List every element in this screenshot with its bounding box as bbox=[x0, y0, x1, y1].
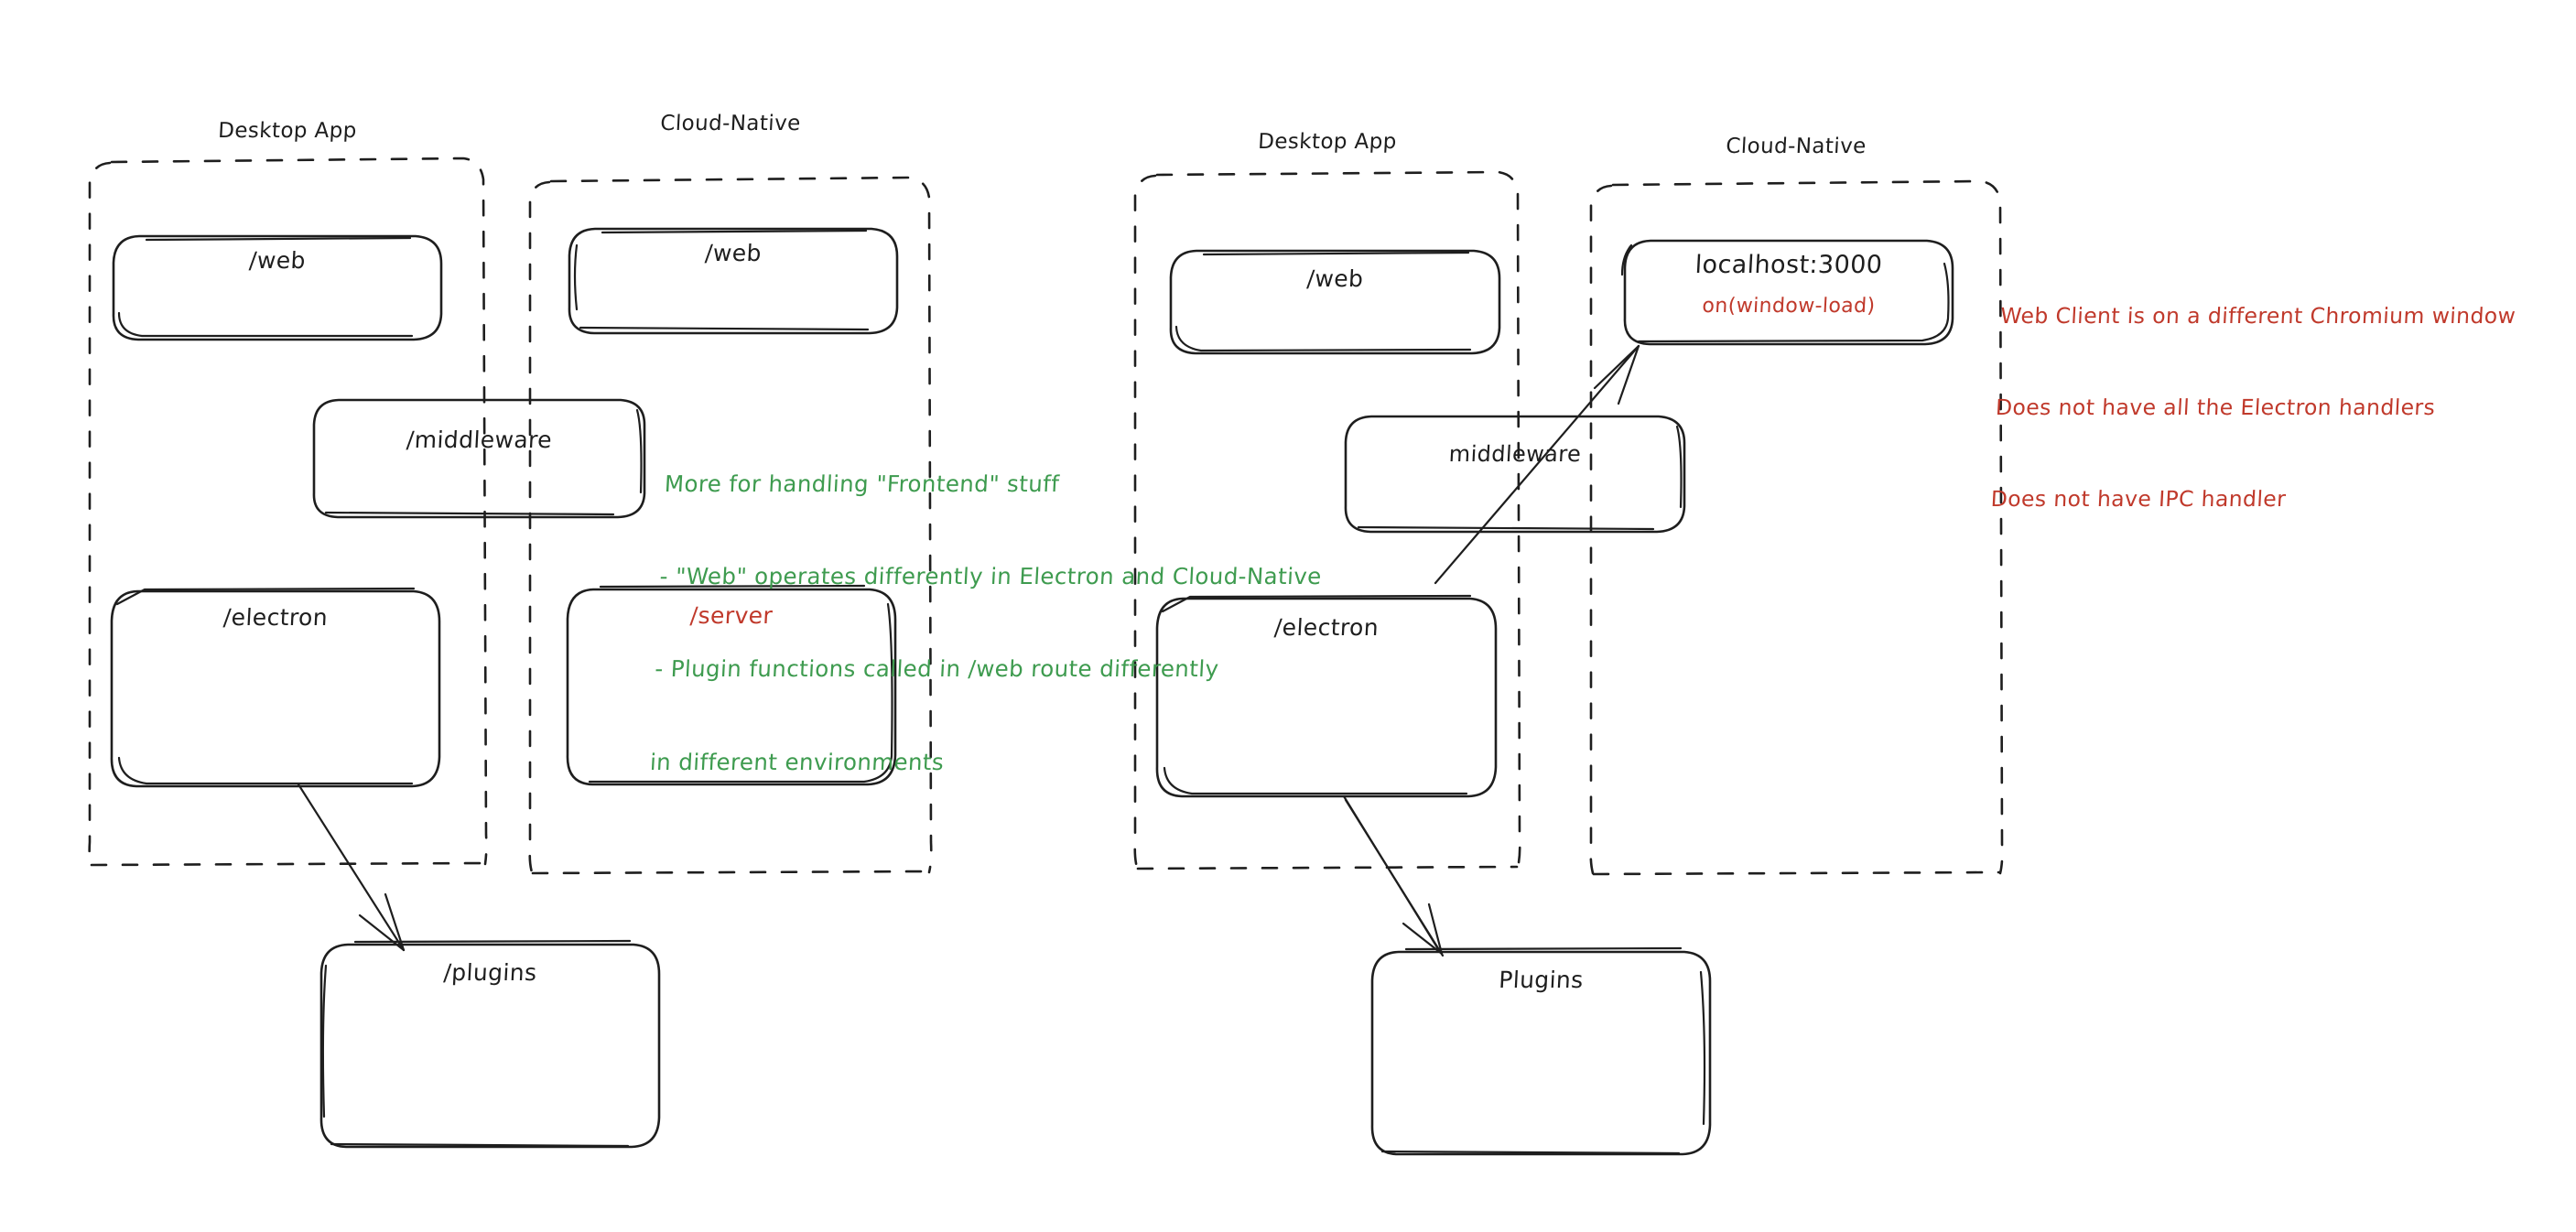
group-outline-left-cloud-native bbox=[528, 176, 933, 875]
note-web-client-line-3: Does not have IPC handler bbox=[1990, 485, 2287, 512]
box-outline-left-desktop-web bbox=[112, 234, 443, 341]
box-label-left-plugins: /plugins bbox=[442, 959, 538, 986]
note-frontend-line-3: - Plugin functions called in /web route … bbox=[654, 655, 1220, 683]
box-outline-right-localhost bbox=[1620, 239, 1954, 346]
box-outline-left-cloud-web bbox=[568, 227, 899, 335]
box-label-left-desktop-web: /web bbox=[248, 247, 307, 274]
box-outline-right-plugins bbox=[1370, 946, 1712, 1156]
group-title-left-cloud-native: Cloud-Native bbox=[659, 112, 802, 135]
note-web-client-line-2: Does not have all the Electron handlers bbox=[1995, 394, 2436, 420]
box-outline-left-plugins bbox=[319, 939, 661, 1149]
box-outline-right-middleware bbox=[1344, 415, 1686, 534]
box-outline-right-desktop-electron bbox=[1155, 594, 1498, 798]
box-label-right-plugins: Plugins bbox=[1498, 967, 1585, 993]
box-label-right-localhost: localhost:3000 bbox=[1694, 251, 1884, 279]
note-frontend-line-4: in different environments bbox=[649, 748, 945, 775]
box-label-left-middleware: /middleware bbox=[406, 427, 553, 453]
group-outline-right-desktop-app bbox=[1133, 170, 1521, 870]
box-label-right-middleware: middleware bbox=[1448, 441, 1582, 467]
arrow-right-electron-to-plugins bbox=[1342, 794, 1445, 957]
note-frontend-line-2: - "Web" operates differently in Electron… bbox=[658, 562, 1323, 589]
arrow-right-electron-to-localhost bbox=[1434, 344, 1640, 585]
note-web-client: Web Client is on a different Chromium wi… bbox=[1986, 240, 2519, 576]
group-title-right-cloud-native: Cloud-Native bbox=[1725, 135, 1867, 158]
box-outline-left-desktop-electron bbox=[110, 587, 441, 788]
note-frontend: More for handling "Frontend" stuff - "We… bbox=[646, 406, 1331, 839]
box-label-left-cloud-web: /web bbox=[704, 240, 763, 266]
group-outline-left-desktop-app bbox=[88, 157, 488, 867]
group-title-left-desktop-app: Desktop App bbox=[217, 119, 358, 143]
box-outline-left-cloud-server bbox=[566, 584, 897, 786]
note-web-client-line-1: Web Client is on a different Chromium wi… bbox=[1999, 302, 2516, 329]
box-outline-right-desktop-web bbox=[1169, 249, 1501, 355]
box-label-left-desktop-electron: /electron bbox=[222, 604, 329, 631]
arrow-left-electron-to-plugins bbox=[297, 783, 406, 952]
group-title-right-desktop-app: Desktop App bbox=[1257, 130, 1398, 154]
box-label-right-desktop-web: /web bbox=[1305, 265, 1365, 292]
box-outline-left-middleware bbox=[312, 398, 646, 519]
box-sublabel-right-localhost: on(window-load) bbox=[1701, 295, 1877, 318]
note-frontend-line-1: More for handling "Frontend" stuff bbox=[664, 470, 1061, 497]
group-outline-right-cloud-native bbox=[1589, 179, 2004, 876]
